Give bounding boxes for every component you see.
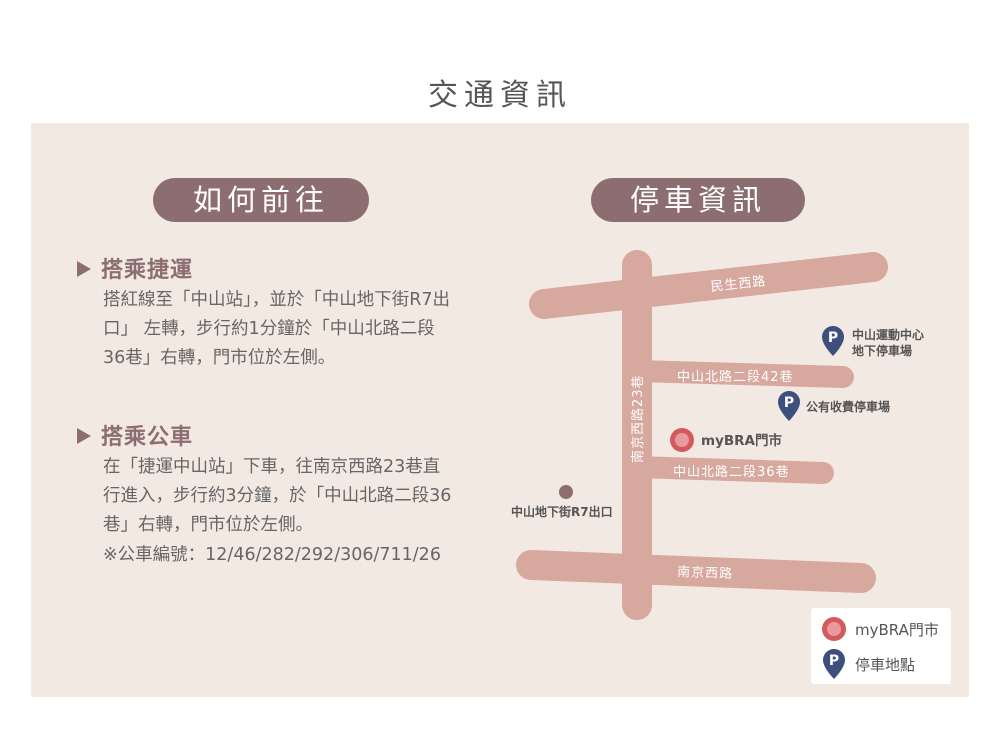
parking-marker-public: P	[778, 391, 800, 421]
road-label-minsheng: 民生西路	[710, 273, 767, 295]
bus-route-numbers: ※公車編號：12/46/282/292/306/711/26	[103, 545, 441, 565]
road-minsheng	[529, 252, 888, 319]
road-label-lane23: 南京西路23巷	[630, 374, 646, 463]
legend-store: myBRA門市	[821, 616, 939, 642]
store-marker-inner	[675, 433, 689, 447]
mrt-directions: 搭紅線至「中山站」，並於「中山地下街R7出口」 左轉，步行約1分鐘於「中山北路二…	[103, 290, 451, 368]
road-nanjing	[516, 550, 876, 593]
bus-heading-text: 搭乘公車	[101, 425, 194, 450]
parking-label-sports-center-1: 中山運動中心	[852, 327, 924, 342]
store-marker-icon	[822, 617, 846, 641]
how-to-get-there-badge: 如何前往	[153, 178, 369, 222]
triangle-right-icon	[77, 428, 91, 444]
store-marker-label: myBRA門市	[701, 432, 783, 449]
bus-directions: 在「捷運中山站」下車，往南京西路23巷直行進入，步行約3分鐘，於「中山北路二段3…	[103, 457, 452, 535]
parking-marker-sports-center: P	[822, 326, 844, 356]
road-label-lane36: 中山北路二段36巷	[673, 464, 790, 480]
svg-text:P: P	[829, 653, 839, 669]
transport-info-panel: 如何前往 停車資訊 搭乘捷運 搭紅線至「中山站」，並於「中山地下街R7出口」 左…	[31, 123, 969, 697]
parking-label-public: 公有收費停車場	[806, 399, 890, 414]
mrt-heading: 搭乘捷運	[77, 252, 193, 284]
parking-info-badge: 停車資訊	[591, 178, 805, 222]
parking-marker-icon: P	[823, 649, 845, 679]
legend-store-label: myBRA門市	[855, 620, 939, 639]
legend-parking: P 停車地點	[821, 649, 915, 679]
mrt-exit-label: 中山地下街R7出口	[511, 504, 613, 519]
road-lane36	[626, 456, 834, 484]
map-legend: myBRA門市 P 停車地點	[811, 608, 951, 684]
street-map: 民生西路 中山北路二段42巷 中山北路二段36巷 南京西路 南京西路23巷 P …	[511, 250, 924, 620]
bus-heading: 搭乘公車	[77, 419, 193, 451]
page-title: 交通資訊	[428, 78, 572, 113]
svg-text:P: P	[828, 330, 838, 346]
road-lane42	[626, 360, 854, 388]
triangle-right-icon	[77, 261, 91, 277]
mrt-exit-marker	[559, 485, 573, 499]
legend-parking-label: 停車地點	[855, 655, 916, 674]
road-label-nanjing: 南京西路	[677, 564, 734, 582]
mrt-heading-text: 搭乘捷運	[101, 258, 194, 283]
parking-label-sports-center-2: 地下停車場	[852, 343, 912, 358]
road-label-lane42: 中山北路二段42巷	[677, 369, 794, 385]
svg-text:P: P	[784, 395, 794, 411]
